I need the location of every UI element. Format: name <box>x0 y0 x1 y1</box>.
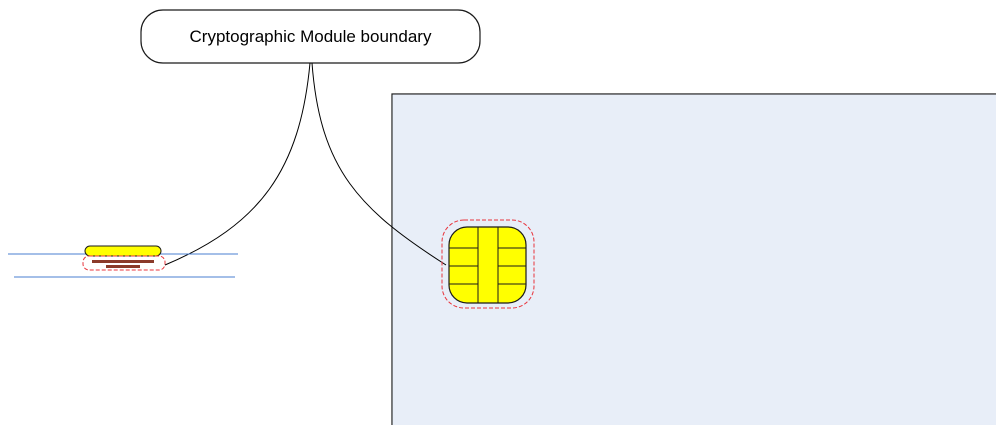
connector-to-chip <box>311 62 447 266</box>
chip-contact-plate-side <box>84 245 162 257</box>
chip-die-layer-bottom <box>106 265 140 268</box>
connector-to-cross-section <box>164 62 311 266</box>
chip-die-layer-top <box>92 260 154 263</box>
chip-boundary-dashed <box>441 219 535 309</box>
card-cross-section <box>8 245 238 278</box>
callout-label: Cryptographic Module boundary <box>190 27 432 46</box>
chip-pad-plate <box>448 226 527 304</box>
chip-contact-pad <box>441 219 535 309</box>
callout-box: Cryptographic Module boundary <box>140 9 481 64</box>
callout-frame <box>140 9 481 64</box>
cross-section-boundary <box>82 255 166 271</box>
